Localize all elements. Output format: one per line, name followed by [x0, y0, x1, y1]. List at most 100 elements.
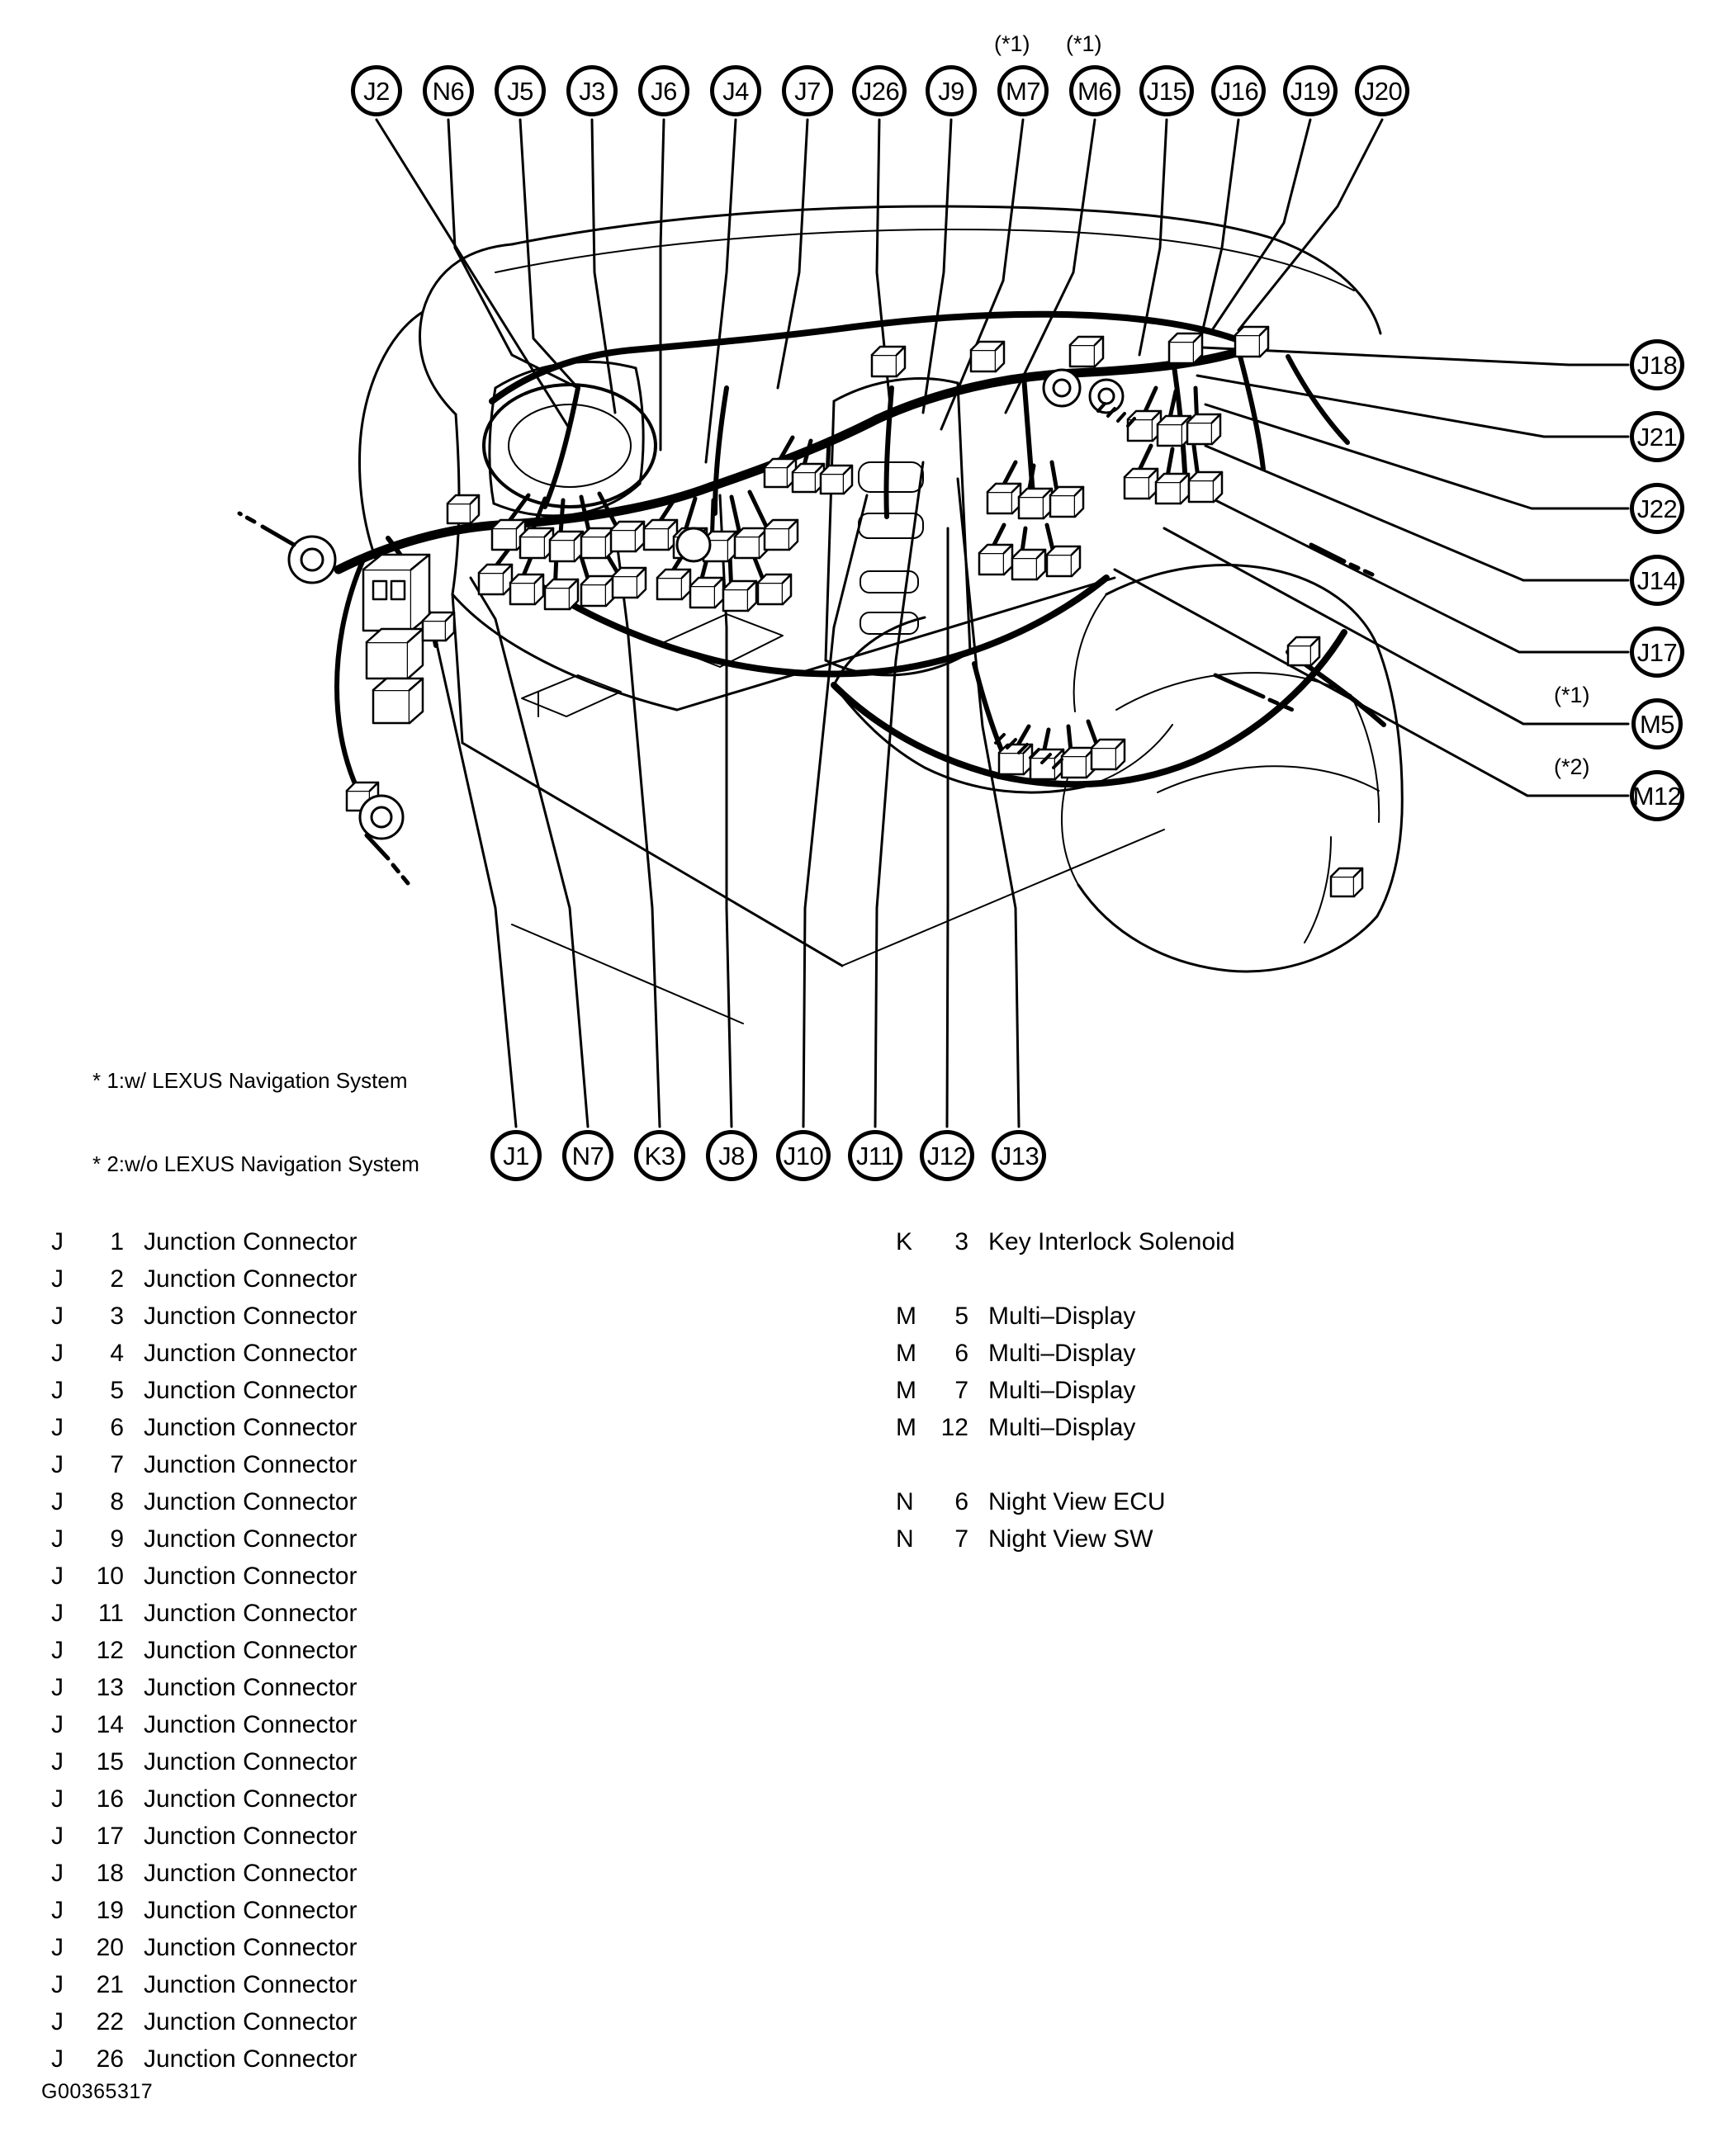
callout-bubble-m6[interactable]: M6 — [1069, 65, 1120, 116]
legend-code-number: 6 — [110, 1414, 124, 1441]
legend-component-name: Junction Connector — [144, 1340, 358, 1367]
legend-code-prefix: J — [51, 1897, 64, 1924]
legend-code-prefix: J — [51, 1860, 64, 1887]
legend-component-name: Junction Connector — [144, 2008, 358, 2035]
legend-code-prefix: J — [51, 1525, 64, 1553]
harness-secondary-trunks — [489, 310, 1347, 788]
legend-code-prefix: J — [51, 1748, 64, 1775]
legend-code-prefix: N — [896, 1525, 914, 1553]
callout-bubble-j22[interactable]: J22 — [1630, 483, 1684, 534]
legend-code-number: 20 — [96, 1934, 124, 1961]
callout-bubble-j11[interactable]: J11 — [848, 1130, 902, 1181]
legend-component-name: Junction Connector — [144, 1897, 358, 1924]
callout-bubble-j6[interactable]: J6 — [638, 65, 689, 116]
legend-code-prefix: J — [51, 1563, 64, 1590]
legend-code-number: 7 — [954, 1377, 968, 1404]
legend-code-prefix: J — [51, 1265, 64, 1293]
legend-component-name: Junction Connector — [144, 1785, 358, 1813]
footnote-block: * 1:w/ LEXUS Navigation System * 2:w/o L… — [92, 1011, 419, 1234]
callout-bubble-j2[interactable]: J2 — [351, 65, 402, 116]
footnote-line-2: * 2:w/o LEXUS Navigation System — [92, 1151, 419, 1176]
callout-bubble-j15[interactable]: J15 — [1139, 65, 1194, 116]
legend-code-number: 19 — [96, 1897, 124, 1924]
legend-spacer — [896, 1446, 1235, 1483]
legend-code-prefix: J — [51, 1971, 64, 1998]
callout-bubble-m12[interactable]: M12 — [1630, 770, 1684, 821]
legend-code-prefix: J — [51, 2008, 64, 2035]
harness-connector-fans — [485, 385, 1201, 764]
callout-bubble-n7[interactable]: N7 — [562, 1130, 613, 1181]
legend-code-number: 3 — [110, 1303, 124, 1330]
legend-component-name: Night View SW — [988, 1525, 1153, 1553]
legend-code-prefix: M — [896, 1340, 916, 1367]
legend-code-prefix: N — [896, 1488, 914, 1515]
callout-bubble-j14[interactable]: J14 — [1630, 555, 1684, 606]
callout-bubble-j5[interactable]: J5 — [495, 65, 546, 116]
callout-bubble-j20[interactable]: J20 — [1355, 65, 1409, 116]
legend-code-prefix: K — [896, 1228, 913, 1255]
legend-component-name: Junction Connector — [144, 1823, 358, 1850]
legend-code-prefix: J — [51, 1340, 64, 1367]
callout-bubble-m5[interactable]: M5 — [1631, 698, 1683, 749]
legend-code-number: 5 — [110, 1377, 124, 1404]
legend-code-number: 16 — [96, 1785, 124, 1813]
legend-code-prefix: J — [51, 1377, 64, 1404]
callout-bubble-j1[interactable]: J1 — [490, 1130, 542, 1181]
callout-bubble-j10[interactable]: J10 — [776, 1130, 831, 1181]
legend-code-prefix: J — [51, 2045, 64, 2073]
callout-bubble-k3[interactable]: K3 — [634, 1130, 685, 1181]
legend-component-name: Junction Connector — [144, 1971, 358, 1998]
legend-code-number: 9 — [110, 1525, 124, 1553]
callout-bubble-j18[interactable]: J18 — [1630, 339, 1684, 390]
callout-marker-m5: (*1) — [1554, 683, 1590, 707]
legend-component-name: Multi–Display — [988, 1340, 1136, 1367]
legend-code-number: 18 — [96, 1860, 124, 1887]
callout-bubble-j13[interactable]: J13 — [992, 1130, 1046, 1181]
callout-bubble-j19[interactable]: J19 — [1283, 65, 1338, 116]
legend-component-name: Junction Connector — [144, 2045, 358, 2073]
callout-bubble-j26[interactable]: J26 — [852, 65, 907, 116]
legend-code-number: 12 — [940, 1414, 968, 1441]
callout-bubble-j21[interactable]: J21 — [1630, 411, 1684, 462]
callout-bubble-j7[interactable]: J7 — [782, 65, 833, 116]
leader-lines-right — [1113, 345, 1630, 797]
callout-bubble-j8[interactable]: J8 — [706, 1130, 757, 1181]
legend-component-name: Junction Connector — [144, 1228, 358, 1255]
legend-row: J 19 Junction Connector — [51, 1892, 358, 1929]
callout-bubble-j12[interactable]: J12 — [920, 1130, 974, 1181]
legend-component-name: Junction Connector — [144, 1674, 358, 1701]
legend-code-number: 1 — [110, 1228, 124, 1255]
legend-component-name: Junction Connector — [144, 1637, 358, 1664]
legend-component-name: Junction Connector — [144, 1377, 358, 1404]
callout-bubble-j17[interactable]: J17 — [1630, 626, 1684, 678]
callout-bubble-j9[interactable]: J9 — [926, 65, 977, 116]
legend-component-name: Junction Connector — [144, 1563, 358, 1590]
callout-bubble-m7[interactable]: M7 — [997, 65, 1049, 116]
legend-component-name: Junction Connector — [144, 1748, 358, 1775]
legend-code-prefix: J — [51, 1823, 64, 1850]
callout-bubble-j3[interactable]: J3 — [566, 65, 618, 116]
callout-bubble-j16[interactable]: J16 — [1211, 65, 1266, 116]
legend-code-number: 8 — [110, 1488, 124, 1515]
callout-bubble-j4[interactable]: J4 — [710, 65, 761, 116]
legend-code-number: 14 — [96, 1711, 124, 1738]
legend-code-prefix: J — [51, 1934, 64, 1961]
legend-code-number: 3 — [954, 1228, 968, 1255]
callout-bubble-n6[interactable]: N6 — [423, 65, 474, 116]
legend-component-name: Junction Connector — [144, 1414, 358, 1441]
